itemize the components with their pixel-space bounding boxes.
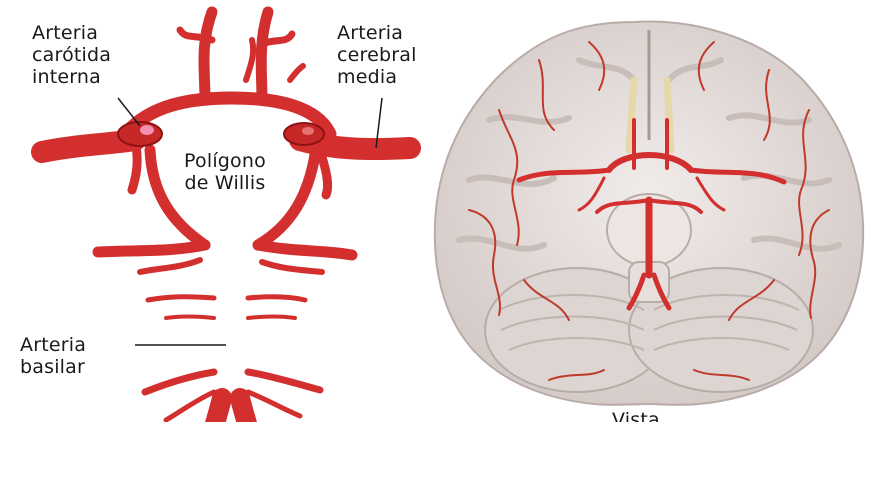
label-middle-cerebral: Arteria cerebral media [337, 22, 417, 88]
label-polygon-willis: Polígono de Willis [150, 150, 300, 194]
label-carotid-internal: Arteria carótida interna [32, 22, 111, 88]
view-caption: Vista [612, 407, 660, 422]
label-basilar: Arteria basilar [20, 334, 86, 378]
brain-inferior-view [429, 0, 869, 430]
caption-strip [0, 422, 869, 479]
